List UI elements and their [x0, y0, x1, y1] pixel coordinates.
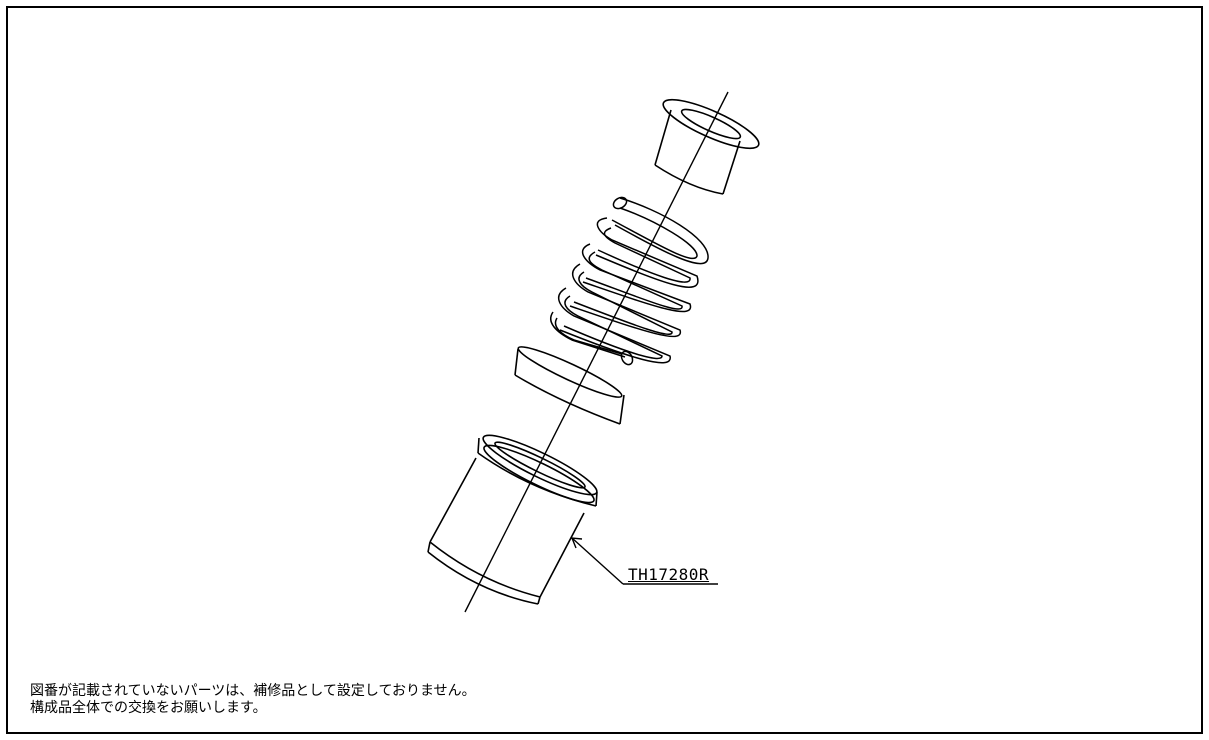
coil-spring [551, 195, 708, 366]
assembly-axis-line [465, 92, 728, 612]
note-line-1: 図番が記載されていないパーツは、補修品として設定しておりません。 [30, 683, 476, 699]
note-line-2: 構成品全体での交換をお願いします。 [30, 700, 267, 716]
flanged-bushing [655, 91, 764, 194]
diagram-notes: 図番が記載されていないパーツは、補修品として設定しておりません。 構成品全体での… [30, 683, 476, 717]
part-number-label: TH17280R [628, 565, 710, 584]
part-leader-line [572, 538, 718, 584]
drawing-border [6, 6, 1203, 734]
spring-seat-washer [515, 341, 625, 424]
base-cylinder [428, 427, 602, 604]
